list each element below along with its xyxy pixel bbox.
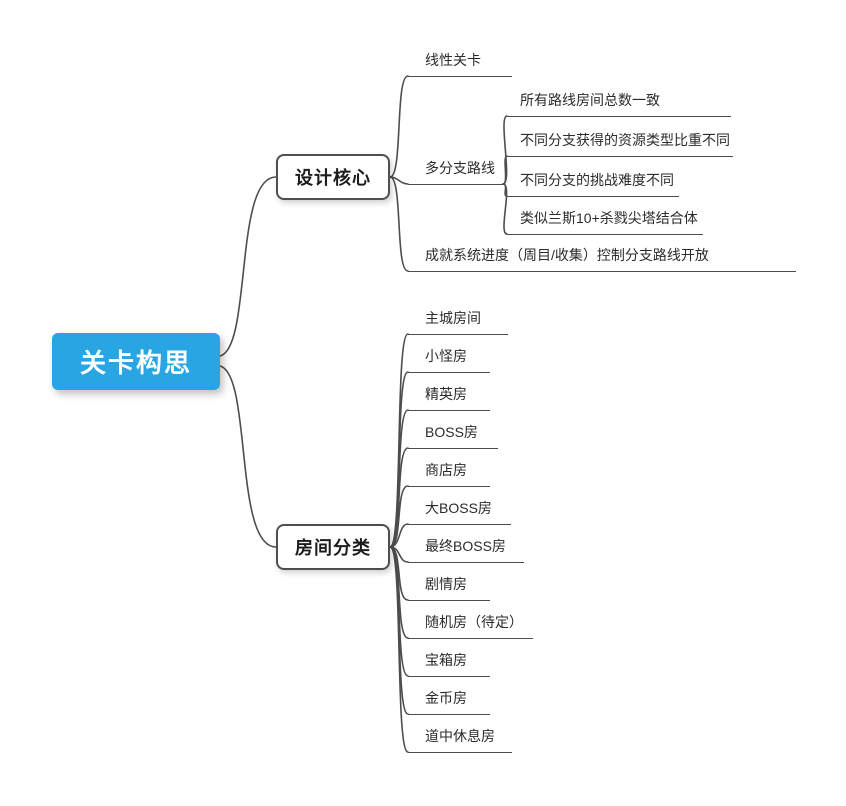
topic-rest-room[interactable]: 道中休息房 xyxy=(408,727,512,753)
topic-story-room[interactable]: 剧情房 xyxy=(408,575,490,601)
topic-gold-room[interactable]: 金币房 xyxy=(408,689,490,715)
topic-main-city-room[interactable]: 主城房间 xyxy=(408,309,508,335)
connector xyxy=(389,546,409,715)
topic-achievement-progress[interactable]: 成就系统进度（周目/收集）控制分支路线开放 xyxy=(408,246,796,272)
topic-elite-room[interactable]: 精英房 xyxy=(408,385,490,411)
topic-shop-room[interactable]: 商店房 xyxy=(408,461,490,487)
connector xyxy=(389,409,409,548)
connector xyxy=(389,176,409,185)
connector xyxy=(389,546,409,563)
topic-treasure-room[interactable]: 宝箱房 xyxy=(408,651,490,677)
topic-final-boss-room[interactable]: 最终BOSS房 xyxy=(408,537,524,563)
branch-room-category[interactable]: 房间分类 xyxy=(276,524,390,570)
topic-big-boss-room[interactable]: 大BOSS房 xyxy=(408,499,511,525)
branch-design-core[interactable]: 设计核心 xyxy=(276,154,390,200)
connector xyxy=(389,447,409,548)
connector-root-design xyxy=(219,176,277,357)
connector xyxy=(389,176,409,272)
connector xyxy=(389,546,409,639)
connector xyxy=(389,546,409,677)
topic-linear-level[interactable]: 线性关卡 xyxy=(408,51,512,77)
subtopic-rance10-slay-the-spire[interactable]: 类似兰斯10+杀戮尖塔结合体 xyxy=(507,209,703,235)
connector xyxy=(389,485,409,548)
topic-minion-room[interactable]: 小怪房 xyxy=(408,347,490,373)
connector xyxy=(389,371,409,548)
connector-root-room xyxy=(219,365,277,548)
topic-multi-branch-route[interactable]: 多分支路线 xyxy=(408,159,503,185)
connector xyxy=(389,546,409,753)
subtopic-challenge-difficulty[interactable]: 不同分支的挑战难度不同 xyxy=(507,171,679,197)
subtopic-resource-type-weight[interactable]: 不同分支获得的资源类型比重不同 xyxy=(507,131,733,157)
connector xyxy=(389,546,409,601)
root-topic[interactable]: 关卡构思 xyxy=(52,333,220,390)
subtopic-total-rooms-equal[interactable]: 所有路线房间总数一致 xyxy=(507,91,731,117)
connector xyxy=(389,75,409,178)
topic-random-room[interactable]: 随机房（待定） xyxy=(408,613,533,639)
topic-boss-room[interactable]: BOSS房 xyxy=(408,423,498,449)
connector xyxy=(389,333,409,548)
connector xyxy=(389,523,409,548)
